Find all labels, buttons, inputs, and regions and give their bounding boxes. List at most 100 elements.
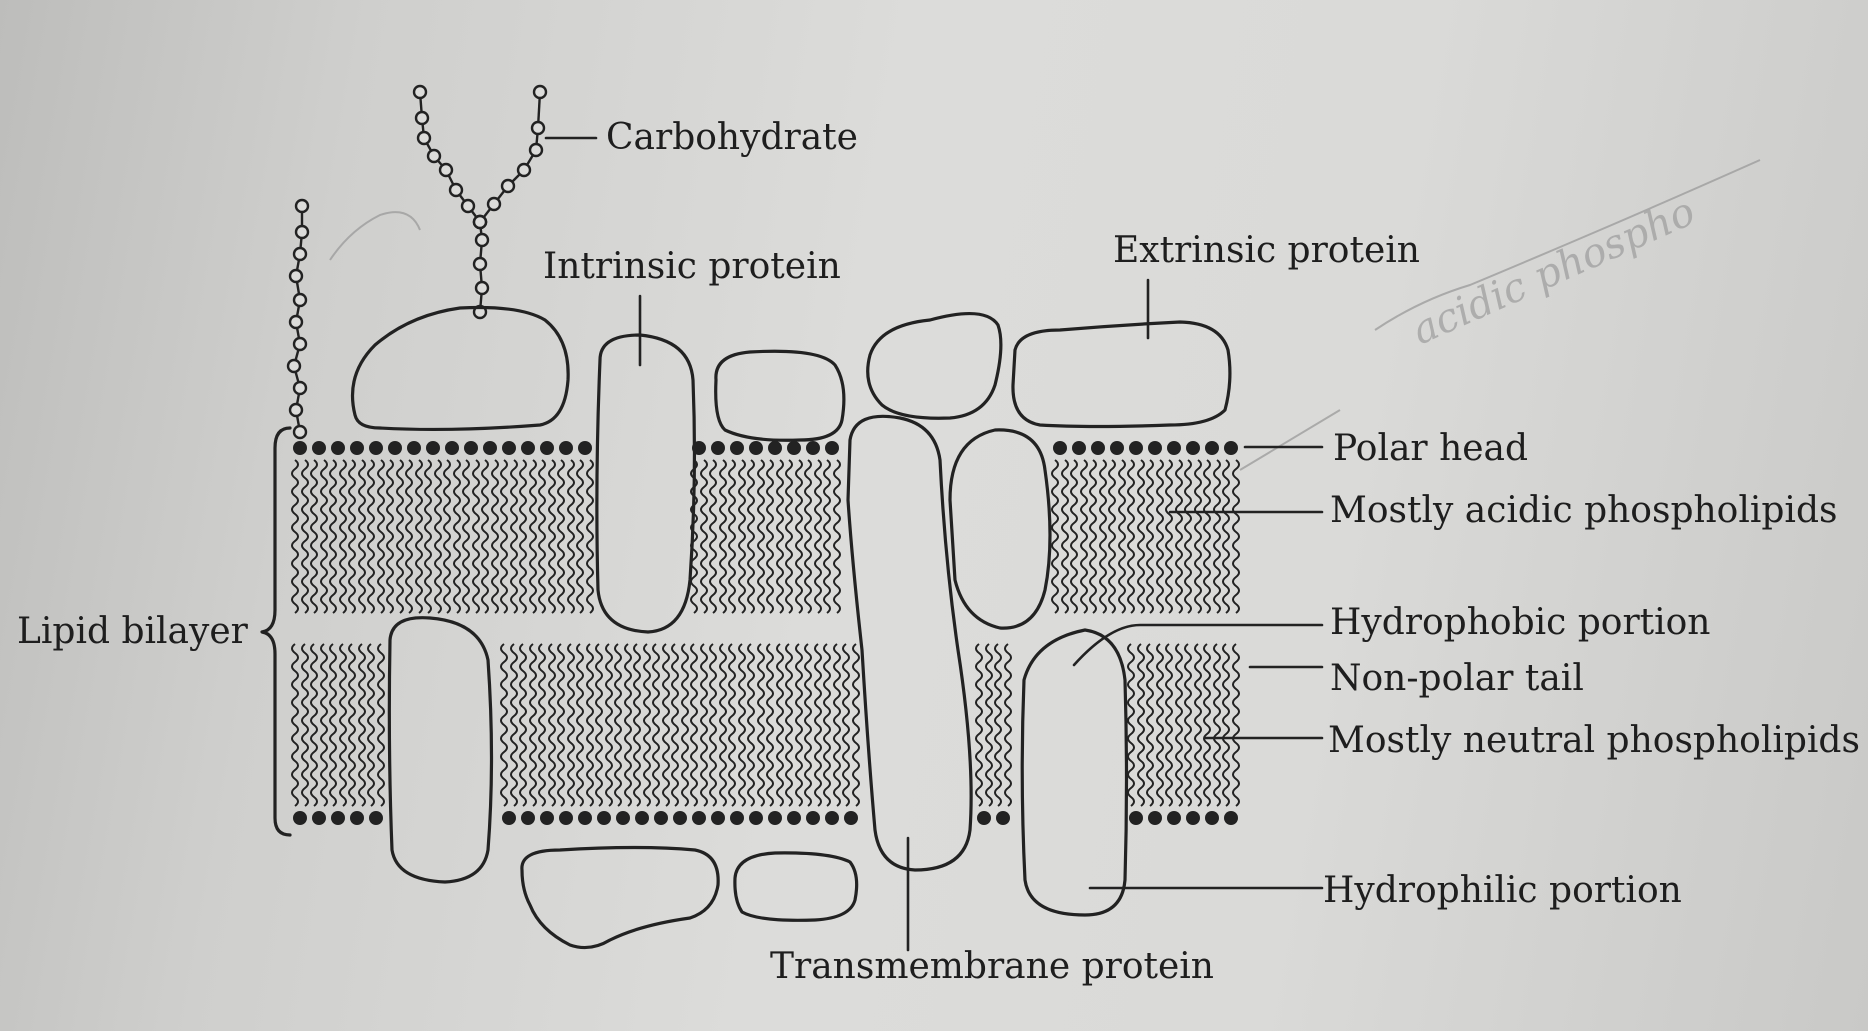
intrinsic-protein-shape — [597, 335, 695, 632]
tail — [1176, 460, 1182, 613]
polar-head — [1205, 811, 1219, 825]
tail — [758, 460, 764, 613]
tail — [615, 644, 621, 806]
tail — [606, 644, 612, 806]
polar-head — [331, 811, 345, 825]
polar-head — [483, 441, 497, 455]
polar-head — [787, 441, 801, 455]
polar-head — [540, 441, 554, 455]
tail — [739, 460, 745, 613]
tail — [530, 644, 536, 806]
tail — [815, 644, 821, 806]
transmembrane-protein-shape — [848, 416, 971, 870]
sugar-unit — [416, 112, 428, 124]
extrinsic-protein-shape-1 — [868, 314, 1001, 419]
tail — [748, 644, 754, 806]
tail — [986, 644, 992, 806]
polar-head — [711, 811, 725, 825]
tail — [710, 644, 716, 806]
polar-head — [635, 811, 649, 825]
polar-head — [825, 811, 839, 825]
tail — [387, 460, 393, 613]
polar-head — [331, 441, 345, 455]
sugar-unit — [418, 132, 430, 144]
tail — [587, 460, 593, 613]
polar-head — [1053, 441, 1067, 455]
tail — [416, 460, 422, 613]
tail — [634, 644, 640, 806]
tail — [520, 644, 526, 806]
tail — [1005, 644, 1011, 806]
polar-head — [749, 811, 763, 825]
tail — [710, 460, 716, 613]
tail — [767, 460, 773, 613]
tail — [368, 460, 374, 613]
tail — [596, 644, 602, 806]
tail — [644, 644, 650, 806]
tail — [511, 644, 517, 806]
tail — [834, 460, 840, 613]
tail — [653, 644, 659, 806]
tail — [292, 644, 298, 806]
label-lipid-bilayer: Lipid bilayer — [17, 611, 249, 652]
lower-left-protein — [389, 618, 491, 882]
tail — [406, 460, 412, 613]
tail — [843, 644, 849, 806]
polar-head — [597, 811, 611, 825]
polar-head — [616, 811, 630, 825]
tail — [454, 460, 460, 613]
sugar-unit — [476, 282, 488, 294]
tail — [349, 460, 355, 613]
polar-head — [1091, 441, 1105, 455]
tail — [1071, 460, 1077, 613]
tail — [511, 460, 517, 613]
polar-head — [1148, 811, 1162, 825]
tail — [1119, 460, 1125, 613]
tail — [777, 644, 783, 806]
label-hydrophilic-portion: Hydrophilic portion — [1323, 870, 1682, 911]
tail — [501, 460, 507, 613]
tail — [425, 460, 431, 613]
sugar-unit — [294, 248, 306, 260]
tail — [1166, 460, 1172, 613]
polar-head — [1129, 811, 1143, 825]
polar-head — [844, 811, 858, 825]
polar-head — [1167, 441, 1181, 455]
tail — [321, 460, 327, 613]
sugar-unit — [476, 234, 488, 246]
lipid-bilayer-brace — [262, 428, 290, 835]
polar-head — [369, 441, 383, 455]
polar-head — [578, 811, 592, 825]
tail — [558, 460, 564, 613]
tail — [1195, 644, 1201, 806]
tail — [720, 460, 726, 613]
tail — [473, 460, 479, 613]
tail — [1138, 644, 1144, 806]
tail — [302, 644, 308, 806]
sugar-unit — [518, 164, 530, 176]
sugar-unit — [532, 122, 544, 134]
tail — [549, 460, 555, 613]
tail — [720, 644, 726, 806]
tail — [777, 460, 783, 613]
polar-head — [996, 811, 1010, 825]
tail — [824, 460, 830, 613]
tail — [568, 460, 574, 613]
pencil-note: acidic phospho — [1405, 188, 1701, 354]
tail — [1157, 460, 1163, 613]
tail — [1223, 644, 1229, 806]
tail — [330, 644, 336, 806]
tail — [701, 644, 707, 806]
tail — [701, 460, 707, 613]
polar-head — [445, 441, 459, 455]
tail — [378, 460, 384, 613]
tail — [805, 460, 811, 613]
tail — [482, 460, 488, 613]
sugar-unit — [294, 294, 306, 306]
sugar-unit — [530, 144, 542, 156]
polar-head — [711, 441, 725, 455]
tail — [330, 460, 336, 613]
tail — [359, 460, 365, 613]
tail — [568, 644, 574, 806]
